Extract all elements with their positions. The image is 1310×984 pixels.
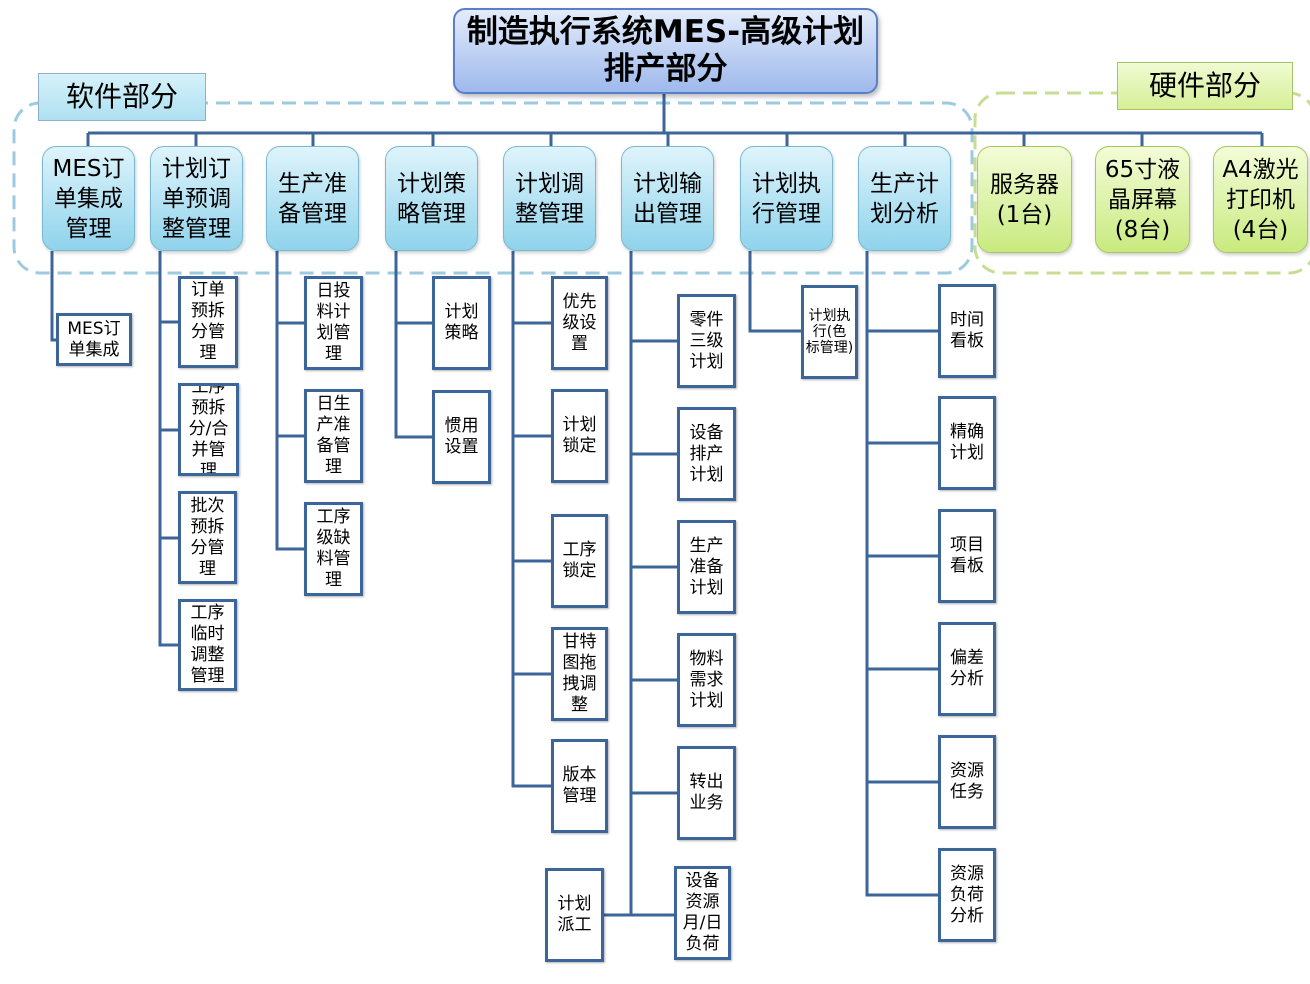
leaf-precise-plan: 精确 计划 — [938, 396, 996, 490]
leaf-equipment-scheduling-plan: 设备 排产 计划 — [677, 407, 736, 501]
leaf-daily-feed-plan: 日投 料计 划管 理 — [304, 276, 363, 370]
software-group-label: 软件部分 — [38, 73, 206, 121]
category-plan-adjust: 计划调 整管理 — [503, 146, 596, 251]
category-production-analysis: 生产计 划分析 — [858, 146, 951, 251]
leaf-plan-lock: 计划 锁定 — [551, 389, 608, 483]
leaf-operation-lock: 工序 锁定 — [551, 514, 608, 608]
leaf-mes-order-integration: MES订 单集成 — [56, 313, 132, 366]
hardware-group-label: 硬件部分 — [1117, 62, 1293, 110]
leaf-operation-presplit-merge: 工序 预拆 分/合 并管 理 — [178, 383, 239, 476]
leaf-daily-production-prep: 日生 产准 备管 理 — [304, 389, 363, 483]
leaf-project-board: 项目 看板 — [938, 509, 996, 603]
hardware-lcd-screen: 65寸液 晶屏幕 (8台) — [1095, 146, 1190, 253]
category-mes-order-integration: MES订 单集成 管理 — [42, 146, 135, 251]
leaf-order-presplit: 订单 预拆 分管 理 — [178, 276, 238, 368]
hardware-laser-printer: A4激光 打印机 (4台) — [1213, 146, 1308, 253]
leaf-version-management: 版本 管理 — [551, 739, 608, 833]
leaf-plan-strategy: 计划 策略 — [432, 276, 491, 370]
category-production-prep: 生产准 备管理 — [266, 146, 359, 251]
leaf-part-three-level-plan: 零件 三级 计划 — [677, 294, 736, 388]
leaf-resource-load-analysis: 资源 负荷 分析 — [938, 848, 996, 942]
category-plan-output: 计划输 出管理 — [621, 146, 714, 251]
leaf-plan-execution-color: 计划执 行(色 标管理) — [801, 285, 858, 379]
leaf-equipment-resource-load: 设备 资源 月/日 负荷 — [674, 866, 731, 960]
leaf-plan-dispatch: 计划 派工 — [545, 868, 604, 962]
leaf-resource-task: 资源 任务 — [938, 735, 996, 829]
category-plan-execution: 计划执 行管理 — [740, 146, 833, 251]
hardware-server: 服务器 (1台) — [977, 146, 1072, 253]
leaf-production-prep-plan: 生产 准备 计划 — [677, 520, 736, 614]
leaf-deviation-analysis: 偏差 分析 — [938, 622, 996, 716]
leaf-operation-shortage: 工序 级缺 料管 理 — [304, 502, 363, 596]
category-plan-order-preadjust: 计划订 单预调 整管理 — [150, 146, 243, 251]
leaf-material-requirement-plan: 物料 需求 计划 — [677, 633, 736, 727]
leaf-preference-settings: 惯用 设置 — [432, 390, 491, 484]
leaf-gantt-drag-adjust: 甘特 图拖 拽调 整 — [551, 627, 608, 721]
leaf-operation-temp-adjust: 工序 临时 调整 管理 — [178, 599, 237, 691]
leaf-priority-settings: 优先 级设 置 — [551, 276, 608, 370]
leaf-batch-presplit: 批次 预拆 分管 理 — [178, 491, 237, 584]
diagram-title: 制造执行系统MES-高级计划 排产部分 — [453, 8, 878, 94]
leaf-transfer-business: 转出 业务 — [677, 746, 736, 840]
software-group-outline — [12, 101, 974, 275]
leaf-time-board: 时间 看板 — [938, 284, 996, 378]
category-plan-strategy: 计划策 略管理 — [385, 146, 478, 251]
